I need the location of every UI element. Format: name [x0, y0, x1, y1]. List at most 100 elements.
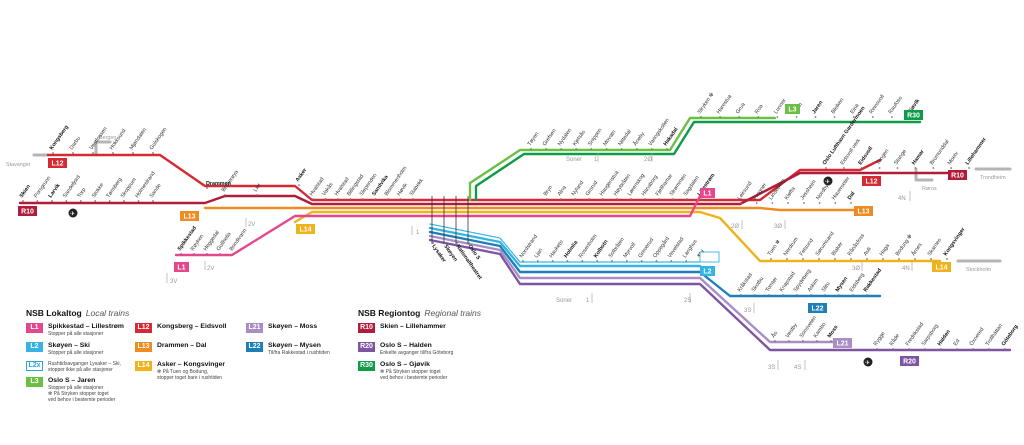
line-badge-label: R10 [21, 209, 34, 216]
legend-item-r10: R10 Skien – Lillehammer [358, 323, 446, 333]
legend-item-l12: L12 Kongsberg – Eidsvoll [135, 323, 227, 333]
station-dot [193, 253, 195, 255]
station-dot [651, 148, 653, 150]
line-stub-roros [914, 167, 934, 182]
line-badge-label: L12 [51, 161, 63, 168]
station-dot [546, 198, 548, 200]
station-label: Rygge [873, 331, 887, 347]
zone-label: 3Ø [852, 266, 860, 272]
station-label: Åneby [632, 130, 647, 147]
station-dot [224, 194, 226, 196]
station-dot [700, 116, 702, 118]
station-dot [566, 260, 569, 262]
station-dot [152, 152, 154, 154]
legend-badge: R20 [358, 342, 375, 352]
legend-badge: L1 [26, 323, 43, 333]
station-dot [399, 198, 402, 200]
legend-badge: L14 [135, 361, 152, 371]
line-badge-label: L21 [836, 341, 848, 348]
legend-desc: Stopper på alle stasjoner [48, 331, 104, 337]
station-dot [740, 294, 742, 296]
station-dot [232, 253, 234, 255]
station-dot [968, 167, 970, 169]
station-dot [834, 202, 837, 204]
station-dot [914, 258, 916, 260]
zone-label: 1 [416, 230, 420, 236]
station-dot [640, 260, 643, 262]
line-badge-label: L14 [935, 265, 947, 272]
line-badge-r10-w [18, 206, 37, 216]
station-dot [774, 340, 776, 342]
station-dot [655, 260, 658, 262]
legend-badge: R30 [358, 361, 375, 371]
station-label: Lier [253, 182, 263, 193]
station-dot [755, 202, 758, 204]
station-dot [818, 258, 820, 260]
station-label: Skien [19, 184, 32, 199]
svg-text:✈: ✈ [70, 211, 75, 218]
station-dot [672, 198, 674, 200]
line-badge-l1-e [700, 188, 715, 198]
station-dot [768, 294, 770, 296]
station-dot [685, 260, 688, 262]
station-dot [551, 260, 554, 262]
station-dot [843, 167, 845, 169]
station-dot [757, 116, 760, 118]
station-label: Nydalen [557, 128, 573, 148]
station-dot [932, 167, 935, 169]
zone-label: 2V [248, 222, 255, 228]
legend-desc: Rushtidsavganger Lysaker – Ski, [48, 361, 121, 367]
line-badge-l1-w [174, 262, 189, 272]
station-dot [972, 348, 974, 350]
line-l2 [428, 226, 702, 268]
legend-item-l3: L3 Oslo S – Jaren Stopper på alle stasjo… [26, 377, 115, 403]
station-dot [123, 200, 125, 202]
station-label: Skarnes [927, 237, 943, 257]
svg-text:✈: ✈ [865, 360, 870, 367]
terminal-stockholm: Stockholm [966, 267, 992, 273]
station-label: Vestby [785, 322, 799, 339]
station-dot [896, 167, 899, 169]
terminal-roros: Røros [922, 186, 937, 192]
station-dot [644, 198, 646, 200]
line-r30 [474, 120, 922, 202]
station-label: Grua [735, 102, 747, 115]
zone-label: 4N [898, 196, 906, 202]
zone-label: 2S [684, 298, 691, 304]
station-label: Askim [807, 277, 821, 293]
station-dot [803, 202, 805, 204]
station-label: Larvik [48, 183, 62, 199]
station-label: Moelv [947, 151, 960, 166]
station-dot [79, 200, 82, 202]
line-badge-l12 [48, 158, 67, 168]
station-dot [796, 294, 798, 296]
station-dot [635, 148, 638, 150]
station-dot [882, 258, 884, 260]
station-label: Høvik [396, 182, 409, 197]
station-label: Stange [893, 149, 908, 166]
station-dot [950, 167, 952, 169]
station-label: Nordby [815, 183, 830, 201]
station-dot [387, 198, 389, 200]
station-dot [536, 260, 539, 262]
station-dot [72, 152, 74, 154]
legend-desc: Stopper på alle stasjoner [48, 350, 104, 356]
zone-label: 3V [170, 279, 177, 285]
station-dot [834, 258, 836, 260]
station-dot [560, 148, 563, 150]
station-label: Mysen [835, 276, 850, 293]
station-dot [816, 340, 818, 342]
station-dot [52, 152, 54, 154]
station-dot [719, 116, 721, 118]
line-stub-bergen [94, 140, 112, 157]
legend-desc: Enkelte avganger til/fra Göteborg [380, 350, 454, 356]
station-dot [432, 242, 434, 244]
station-label: Torp [77, 187, 88, 199]
station-dot [914, 167, 917, 169]
legend-item-l13: L13 Drammen – Dal [135, 342, 207, 352]
station-label: Raufoss [888, 95, 904, 115]
station-dot [349, 198, 352, 200]
station-label: Tuen ✻ [767, 239, 782, 257]
station-dot [786, 258, 788, 260]
station-label: Asker [295, 167, 309, 183]
